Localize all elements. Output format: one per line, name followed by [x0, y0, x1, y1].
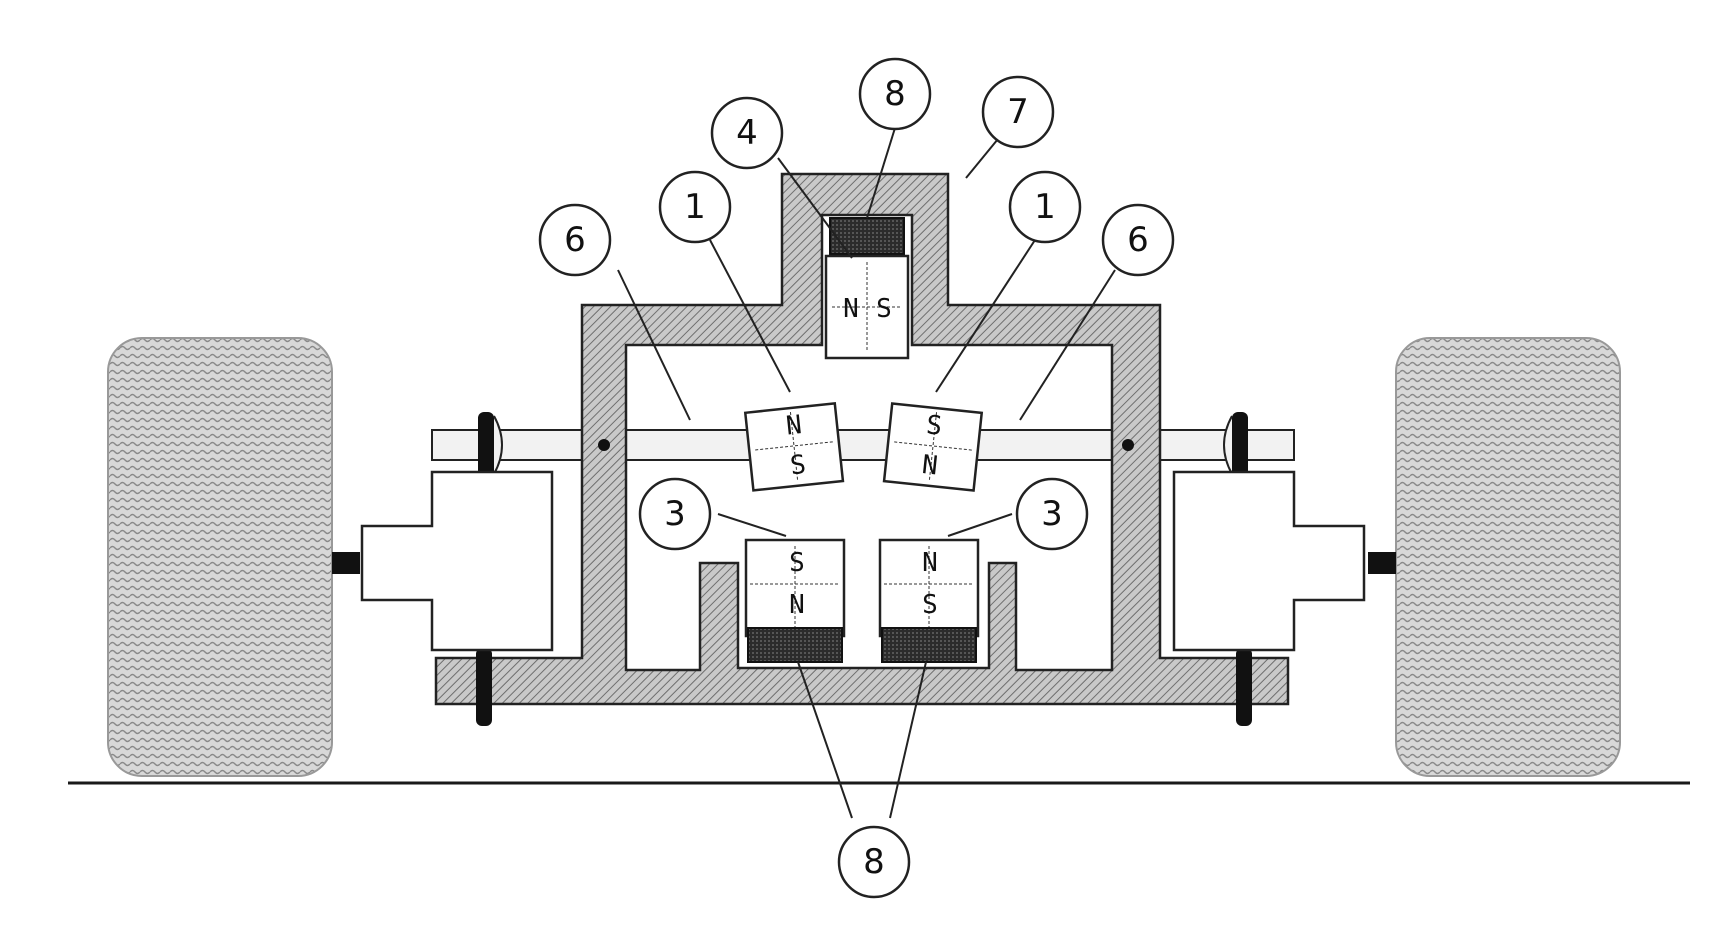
callout-3-left-label: 3 [664, 494, 686, 534]
left-rotor-magnet: N S [745, 403, 843, 490]
callout-1-right: 1 [1010, 172, 1080, 242]
callout-8-bottom-label: 8 [863, 842, 885, 882]
upper-right-bearing [1232, 412, 1248, 478]
callout-3-left: 3 [640, 479, 710, 549]
lower-left-bearing [476, 648, 492, 726]
lower-right-bearing [1236, 648, 1252, 726]
right-hub [1368, 552, 1396, 574]
callout-3-right-label: 3 [1041, 494, 1063, 534]
upper-right-bearing-cap [1224, 416, 1232, 474]
upper-left-bearing-cap [494, 416, 502, 474]
top-coil [830, 218, 904, 254]
left-pivot [598, 439, 610, 451]
callout-4: 4 [712, 98, 782, 168]
left-gear-housing [362, 472, 552, 650]
bottom-right-coil [882, 628, 976, 662]
callout-6-right: 6 [1103, 205, 1173, 275]
right-rotor-bottom-pole: N [921, 450, 940, 481]
callout-7-label: 7 [1007, 92, 1029, 132]
callout-4-label: 4 [736, 113, 758, 153]
callout-8-top-label: 8 [884, 74, 906, 114]
callout-6-left: 6 [540, 205, 610, 275]
left-wheel [108, 338, 332, 776]
callout-3-right: 3 [1017, 479, 1087, 549]
callout-8-top: 8 [860, 59, 930, 129]
upper-axle [432, 430, 1294, 460]
right-gear-housing [1174, 472, 1364, 650]
bottom-right-bottom-pole: S [922, 590, 938, 620]
right-pivot [1122, 439, 1134, 451]
bottom-left-bottom-pole: N [789, 590, 805, 620]
callout-8-bottom: 8 [839, 827, 909, 897]
right-rotor-magnet: S N [884, 404, 982, 491]
callout-1-left-label: 1 [684, 187, 706, 227]
left-rotor-top-pole: N [785, 410, 804, 441]
left-hub [332, 552, 360, 574]
callout-6-right-label: 6 [1127, 220, 1149, 260]
upper-left-bearing [478, 412, 494, 478]
top-magnet-left-pole: N [843, 294, 859, 324]
bottom-left-top-pole: S [789, 548, 805, 578]
bottom-right-top-pole: N [922, 548, 938, 578]
right-wheel [1396, 338, 1620, 776]
right-rotor-top-pole: S [925, 410, 944, 441]
callout-1-right-label: 1 [1034, 187, 1056, 227]
callout-6-left-label: 6 [564, 220, 586, 260]
left-rotor-bottom-pole: S [789, 450, 808, 481]
callout-1-left: 1 [660, 172, 730, 242]
bottom-left-coil [748, 628, 842, 662]
callout-7: 7 [983, 77, 1053, 147]
top-magnet-right-pole: S [876, 294, 892, 324]
